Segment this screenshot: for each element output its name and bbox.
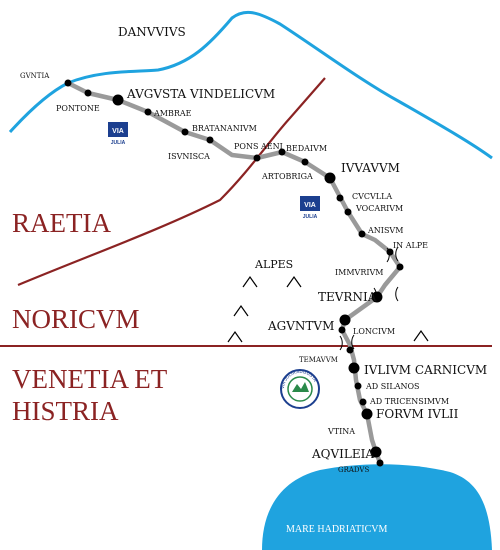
pass-marker-icon <box>339 334 355 351</box>
station-label-gradus: GRADVS <box>338 466 369 474</box>
danube-river <box>8 10 493 160</box>
station-dot-loncium <box>338 326 346 334</box>
station-label-aquileia: AQVILEIA <box>311 447 374 461</box>
region-label-venetia-line2: HISTRIA <box>12 396 119 426</box>
station-label-temavum: TEMAVVM <box>299 356 338 364</box>
station-label-in-alpe: IN ALPE <box>393 241 428 250</box>
station-label-cuculla: CVCVLLA <box>352 192 392 201</box>
station-label-artobriga: ARTOBRIGA <box>261 172 313 181</box>
station-label-vocarium: VOCARIVM <box>355 204 403 213</box>
via-julia-logo: VIA JULIA <box>300 196 320 220</box>
station-label-vtina: VTINA <box>327 427 355 436</box>
station-dot-ad-silanos <box>354 382 362 390</box>
station-dot-augusta <box>112 94 124 106</box>
raetia-noricum-border <box>17 77 326 287</box>
adriatic-sea <box>262 464 492 550</box>
via-julia-logo: VIA JULIA <box>108 122 128 146</box>
mountain-peak-icon <box>286 275 302 288</box>
station-label-aguntum: AGVNTVM <box>267 319 334 333</box>
station-label-guntia: GVNTIA <box>20 72 50 80</box>
via-julia-road <box>66 80 403 464</box>
station-dot-pons-aeni <box>253 154 261 162</box>
station-dot-immurium <box>396 263 404 271</box>
station-dot-vocarium <box>344 208 352 216</box>
station-dot-bedaium <box>278 148 286 156</box>
mountain-peak-icon <box>242 275 258 288</box>
station-dot-anisum <box>358 230 366 238</box>
logo-word-julia: JULIA <box>111 140 126 146</box>
station-dot-cuculla <box>336 194 344 202</box>
station-label-bedaium: BEDAIVM <box>286 144 327 153</box>
station-dot-bratananium <box>181 128 189 136</box>
sea-label: MARE HADRIATICVM <box>286 524 388 535</box>
station-label-teurnia: TEVRNIA <box>318 290 377 304</box>
mountain-peak-icon <box>413 329 429 342</box>
station-label-iulium: IVLIVM CARNICVM <box>364 363 487 377</box>
station-dot-aquileia <box>370 446 382 458</box>
station-dot-iuvavum <box>324 172 336 184</box>
station-label-iuvavum: IVVAVVM <box>341 161 400 175</box>
station-label-ad-tricensimum: AD TRICENSIMVM <box>369 397 449 406</box>
station-label-ambrae: AMBRAE <box>153 109 192 118</box>
station-label-loncium: LONCIVM <box>353 327 395 336</box>
river-label: DANVVIVS <box>118 25 186 39</box>
logo-word-via: VIA <box>112 128 124 135</box>
mountain-peak-icon <box>227 330 243 343</box>
mountains-label: ALPES <box>254 258 293 271</box>
station-label-anisum: ANISVM <box>367 226 403 235</box>
station-dot-guntia <box>64 79 72 87</box>
logo-word-via: VIA <box>304 202 316 209</box>
station-label-immurium: IMMVRIVM <box>335 268 383 277</box>
station-dot-ambrae <box>144 108 152 116</box>
region-label-venetia-line1: VENETIA ET <box>12 364 168 394</box>
station-label-isunisca: ISVNISCA <box>168 152 210 161</box>
station-markers <box>64 79 404 467</box>
station-dot-aguntum <box>339 314 351 326</box>
station-label-pontone: PONTONE <box>56 104 100 113</box>
logo-word-julia: JULIA <box>303 214 318 220</box>
mountain-peak-icon <box>233 304 249 317</box>
station-label-pons-aeni: PONS AENI <box>234 142 283 151</box>
station-dot-artobriga <box>301 158 309 166</box>
via-julia-augusta-seal-icon: VIA JULIA AUGUSTA <box>280 369 320 409</box>
station-dot-isunisca <box>206 136 214 144</box>
station-dot-iulium <box>348 362 360 374</box>
station-dot-teurnia <box>371 291 383 303</box>
station-label-forum: FORVM IVLII <box>376 407 459 421</box>
station-dot-ad-tricensimum <box>359 398 367 406</box>
station-dot-in-alpe <box>386 248 394 256</box>
station-dot-gradus <box>376 459 384 467</box>
region-label-raetia: RAETIA <box>12 208 111 238</box>
station-label-augusta: AVGVSTA VINDELICVM <box>126 87 275 101</box>
station-label-ad-silanos: AD SILANOS <box>365 382 420 391</box>
station-dot-forum <box>361 408 373 420</box>
station-dot-temavum <box>346 346 354 354</box>
region-label-noricum: NORICVM <box>12 304 140 334</box>
station-dot-pontone <box>84 89 92 97</box>
station-label-bratananium: BRATANANIVM <box>192 124 257 133</box>
